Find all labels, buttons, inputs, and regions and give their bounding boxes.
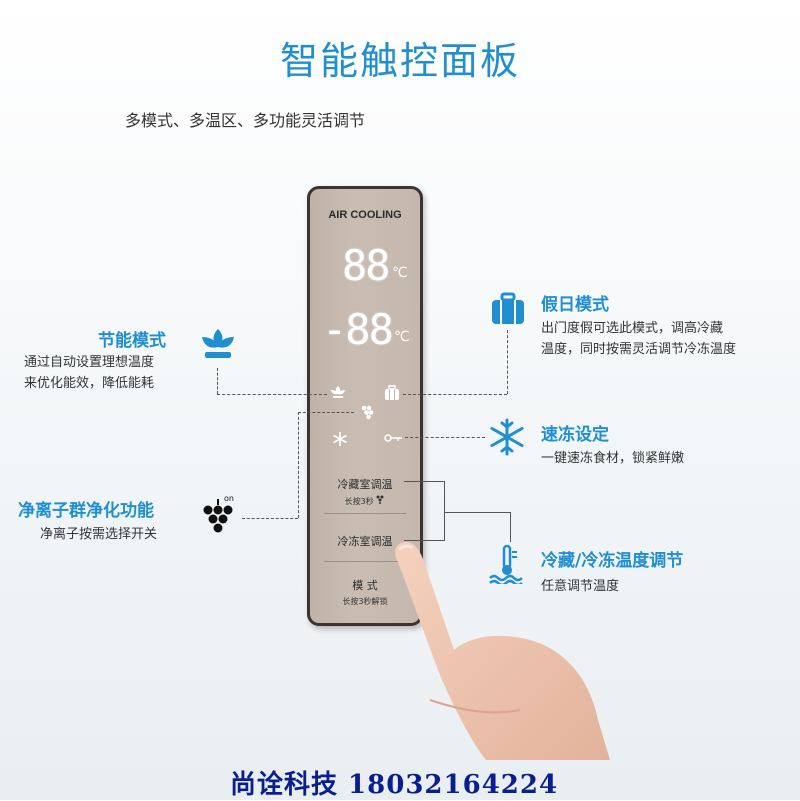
fridge-temp-display: 88 xyxy=(342,241,391,290)
page-title: 智能触控面板 xyxy=(279,39,520,83)
quick-freeze-title: 速冻设定 xyxy=(541,425,609,445)
snowflake-icon xyxy=(490,418,524,456)
connector-line xyxy=(298,412,354,413)
grape-icon xyxy=(376,495,384,504)
holiday-mode-desc: 出门度假可选此模式，调高冷藏 温度，同时按需灵活调节冷冻温度 xyxy=(541,321,737,357)
grape-icon xyxy=(203,499,233,533)
connector-line xyxy=(217,368,218,394)
connector-line xyxy=(403,394,507,395)
mode-hint: 长按3秒解锁 xyxy=(342,597,388,606)
page-subtitle: 多模式、多温区、多功能灵活调节 xyxy=(125,111,366,130)
ion-on-label: on xyxy=(224,494,234,503)
connector-line xyxy=(507,330,508,394)
connector-line xyxy=(217,394,327,395)
freezer-temp-label: 冷冻室调温 xyxy=(337,535,393,548)
temp-adjust-title: 冷藏/冷冻温度调节 xyxy=(541,551,684,571)
ion-title: 净离子群净化功能 xyxy=(18,501,154,521)
quick-freeze-desc: 一键速冻食材，锁紧鲜嫩 xyxy=(541,451,685,466)
leaf-icon xyxy=(202,329,234,358)
mode-button[interactable]: 模 式 长按3秒解锁 xyxy=(310,577,420,607)
suitcase-icon xyxy=(492,292,524,324)
connector-line xyxy=(405,437,485,438)
mode-label: 模 式 xyxy=(352,579,378,592)
bracket-line xyxy=(404,481,444,482)
energy-mode-icon[interactable] xyxy=(330,385,346,399)
holiday-mode-title: 假日模式 xyxy=(541,295,609,315)
energy-mode-desc: 通过自动设置理想温度 来优化能效，降低能耗 xyxy=(24,355,155,391)
fridge-temp-button[interactable]: 冷藏室调温 长按3秒 xyxy=(310,476,420,507)
fridge-temp-unit: ℃ xyxy=(392,265,408,281)
freezer-temp-display: -88 xyxy=(322,305,394,354)
connector-line xyxy=(242,518,298,519)
connector-line xyxy=(298,412,299,518)
freezer-temp-unit: ℃ xyxy=(394,329,410,345)
quick-freeze-icon[interactable] xyxy=(332,431,348,447)
panel-divider xyxy=(324,561,406,562)
footer-contact: 尚诠科技 18032164224 xyxy=(230,770,559,800)
fridge-temp-hint: 长按3秒 xyxy=(344,497,374,506)
bracket-line xyxy=(404,540,444,541)
panel-divider xyxy=(324,513,406,514)
bracket-line xyxy=(444,481,445,541)
bracket-line xyxy=(444,512,510,513)
bracket-line xyxy=(510,512,511,542)
control-panel: AIR COOLING 88 ℃ -88 ℃ 冷藏室调温 长按3秒 xyxy=(307,186,423,626)
pointing-hand-image xyxy=(395,542,610,760)
thermometer-icon xyxy=(489,544,523,584)
ion-desc: 净离子按需选择开关 xyxy=(40,527,158,542)
temp-adjust-desc: 任意调节温度 xyxy=(541,579,620,594)
fridge-temp-label: 冷藏室调温 xyxy=(337,478,393,491)
ion-icon[interactable] xyxy=(360,403,376,421)
energy-mode-title: 节能模式 xyxy=(98,331,166,351)
holiday-mode-icon[interactable] xyxy=(384,385,400,401)
freezer-temp-button[interactable]: 冷冻室调温 xyxy=(310,533,420,549)
panel-brand: AIR COOLING xyxy=(328,209,402,221)
lock-key-icon[interactable] xyxy=(384,433,404,443)
